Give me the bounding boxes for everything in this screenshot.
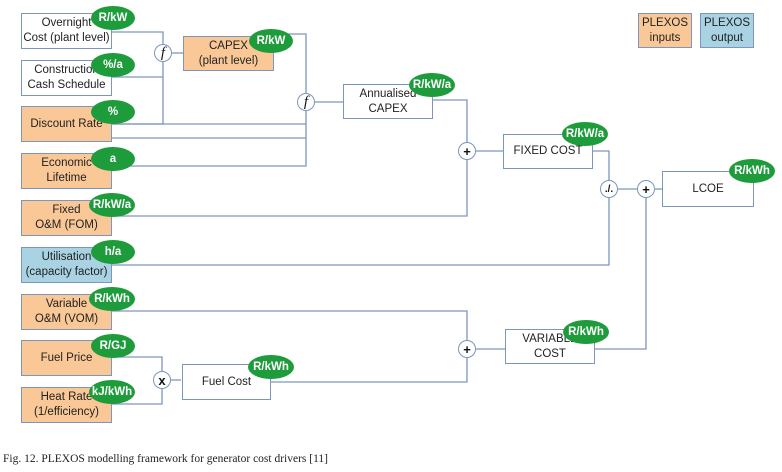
unit-badge-variable-cost: R/kWh xyxy=(563,320,609,344)
wire-fuelprice-mult xyxy=(112,356,163,371)
figure-caption: Fig. 12. PLEXOS modelling framework for … xyxy=(3,453,329,465)
node-annualised-capex: Annualised CAPEX xyxy=(343,84,433,119)
node-capex: CAPEX (plant level) xyxy=(183,36,274,71)
wire-lifetime-f2 xyxy=(112,138,307,167)
node-construction-cash: Construction Cash Schedule xyxy=(21,60,112,96)
wire-fixed-divide xyxy=(593,150,610,180)
wire-utilisation-divide xyxy=(112,198,610,266)
unit-badge-overnight-cost: R/kW xyxy=(91,6,135,30)
legend-output: PLEXOS output xyxy=(700,13,754,48)
unit-badge-utilisation: h/a xyxy=(91,240,135,264)
unit-badge-fuel-price: R/GJ xyxy=(91,334,135,358)
unit-badge-lcoe: R/kWh xyxy=(729,159,775,183)
plus-operator-icon: + xyxy=(458,142,476,160)
unit-badge-variable-om: R/kWh xyxy=(89,287,135,311)
unit-badge-heat-rate: kJ/kWh xyxy=(89,380,135,404)
wire-variable-pluslcoe xyxy=(595,198,647,350)
unit-badge-fixed-om: R/kW/a xyxy=(89,193,135,217)
unit-badge-fuel-cost: R/kWh xyxy=(248,355,294,379)
legend-inputs: PLEXOS inputs xyxy=(638,13,692,48)
unit-badge-capex: R/kW xyxy=(249,29,293,53)
unit-badge-economic-lifetime: a xyxy=(91,147,135,171)
plus-operator-icon: + xyxy=(637,180,655,198)
wire-fom-plus xyxy=(112,160,468,217)
unit-badge-construction-cash: %/a xyxy=(91,53,135,77)
wire-fuel-plus xyxy=(271,358,468,383)
wire-vom-plus xyxy=(112,310,468,340)
unit-badge-discount-rate: % xyxy=(91,100,135,124)
node-fuel-price: Fuel Price xyxy=(21,340,112,376)
unit-badge-annualised-capex: R/kW/a xyxy=(409,73,455,97)
wire-heatrate-mult xyxy=(112,389,163,405)
function-operator-icon: f xyxy=(297,93,315,111)
unit-badge-fixed-cost: R/kW/a xyxy=(562,122,608,146)
wire-annualised-plus xyxy=(433,99,468,142)
multiply-operator-icon: x xyxy=(153,371,171,389)
function-operator-icon: f xyxy=(154,44,172,62)
divide-operator-icon: ./. xyxy=(600,180,618,198)
plus-operator-icon: + xyxy=(458,340,476,358)
